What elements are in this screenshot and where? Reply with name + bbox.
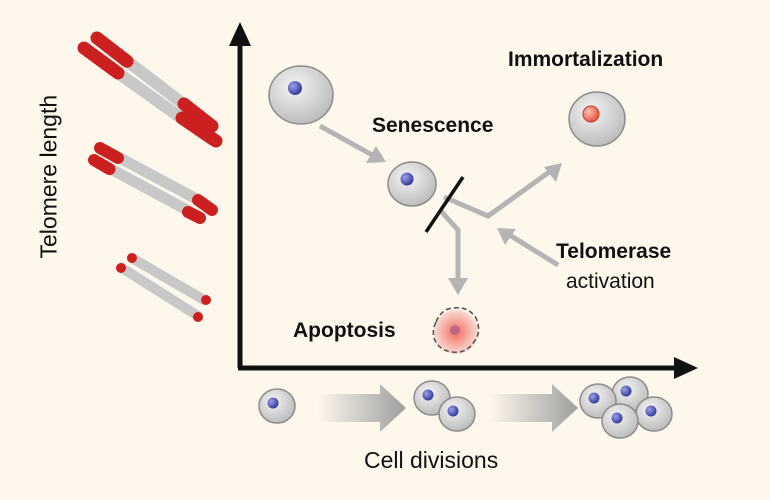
- division-arrow-2: [490, 384, 578, 432]
- division-arrow-1: [318, 384, 406, 432]
- immortalization-label: Immortalization: [508, 48, 664, 71]
- x-axis-label: Cell divisions: [364, 447, 499, 473]
- division-two-cells: [413, 380, 476, 432]
- y-axis-arrowhead: [229, 22, 251, 46]
- axes: [229, 22, 698, 379]
- long-chromosome-icon: [77, 31, 223, 148]
- arrow-telomerase: [506, 231, 560, 268]
- activation-label: activation: [566, 270, 655, 293]
- pathway-arrows: [318, 123, 560, 280]
- arrow-to-immortalization: [443, 167, 554, 219]
- senescent-cell-icon: [387, 161, 437, 207]
- apoptotic-cell-icon: [432, 306, 480, 354]
- senescence-label: Senescence: [372, 114, 494, 137]
- medium-chromosome-icon: [88, 142, 218, 224]
- immortalized-cell-icon: [568, 91, 626, 147]
- young-cell-icon: [268, 65, 334, 125]
- block-bar-icon: [424, 176, 465, 233]
- y-axis-label: Telomere length: [35, 94, 62, 259]
- division-four-cells: [579, 376, 673, 439]
- division-single-cell: [258, 388, 296, 424]
- arrow-to-apoptosis: [438, 208, 461, 280]
- telomerase-label: Telomerase: [556, 240, 672, 263]
- short-chromosome-icon: [116, 253, 211, 322]
- apoptosis-label: Apoptosis: [293, 319, 396, 342]
- arrow-to-senescence: [318, 123, 376, 159]
- x-axis-arrowhead: [674, 357, 698, 379]
